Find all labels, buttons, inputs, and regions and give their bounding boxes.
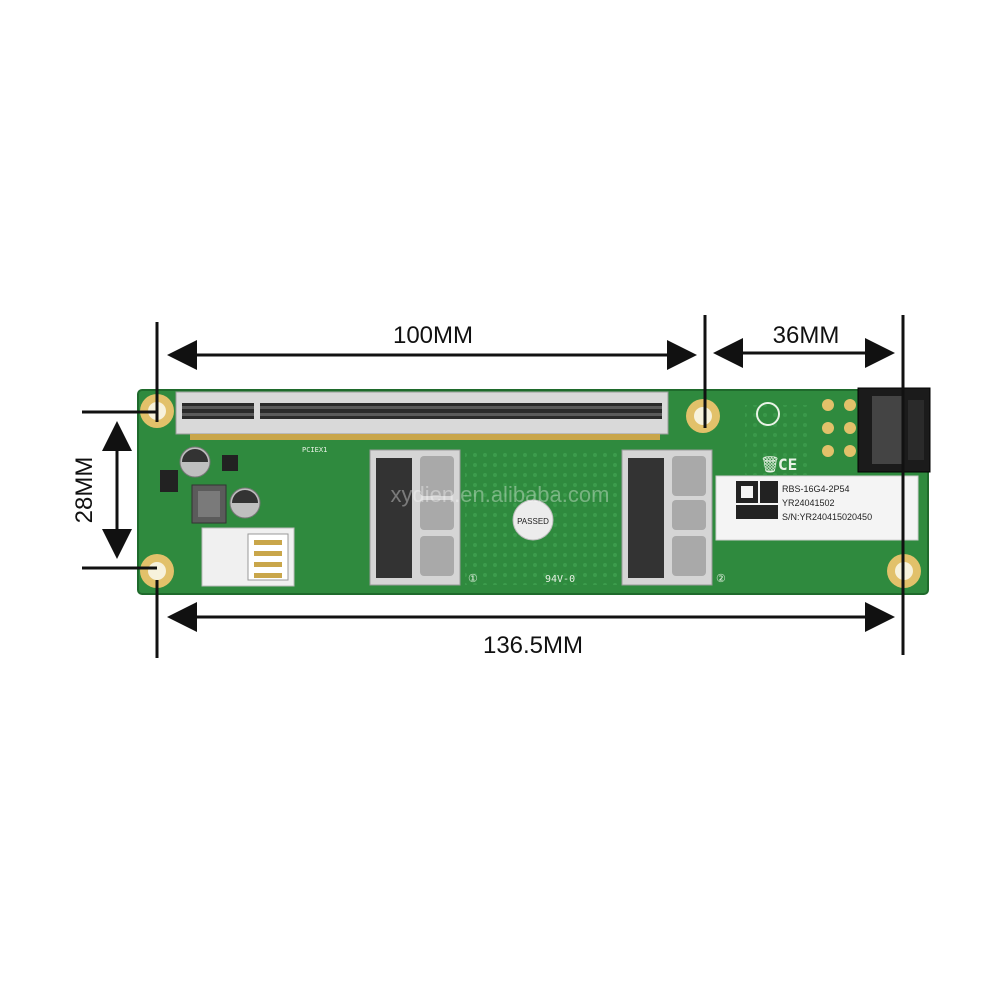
passed-text: PASSED	[517, 517, 549, 526]
dimension-100mm: 100MM	[393, 322, 473, 349]
inductor	[191, 484, 227, 524]
qr-code-icon	[760, 481, 778, 503]
chip	[222, 455, 238, 471]
ce-mark-icon: CE	[778, 455, 797, 474]
barcode-icon	[736, 505, 778, 519]
passed-sticker: PASSED	[512, 499, 554, 541]
slimsas-connector-1	[369, 449, 461, 586]
label-line2: YR24041502	[782, 498, 835, 508]
flammability-rating: 94V-0	[545, 574, 575, 585]
power-header-4pin	[201, 527, 295, 587]
dimension-36mm: 36MM	[773, 322, 840, 349]
slot-silkscreen: PCIEX1	[302, 446, 327, 454]
dimension-136-5mm: 136.5MM	[483, 632, 583, 659]
mounting-hole-top-middle	[686, 399, 720, 433]
watermark: xydien.en.alibaba.com	[391, 482, 610, 507]
sata-power-connector	[822, 387, 931, 473]
label-serial: S/N:YR240415020450	[782, 512, 872, 522]
weee-bin-icon: 🗑	[760, 455, 780, 474]
chip	[160, 470, 178, 492]
label-model: RBS-16G4-2P54	[782, 484, 850, 494]
slimsas-connector-2	[621, 449, 713, 586]
port-2-marker: ②	[716, 572, 726, 585]
recycle-10-icon	[756, 402, 780, 426]
pcie-x16-slot	[175, 391, 669, 440]
capacitor	[229, 487, 261, 519]
capacitor	[179, 446, 211, 478]
port-1-marker: ①	[468, 572, 478, 585]
dimension-lines	[82, 315, 905, 658]
product-label: RBS-16G4-2P54 YR24041502 S/N:YR240415020…	[715, 475, 919, 541]
dimension-28mm: 28MM	[71, 457, 98, 524]
